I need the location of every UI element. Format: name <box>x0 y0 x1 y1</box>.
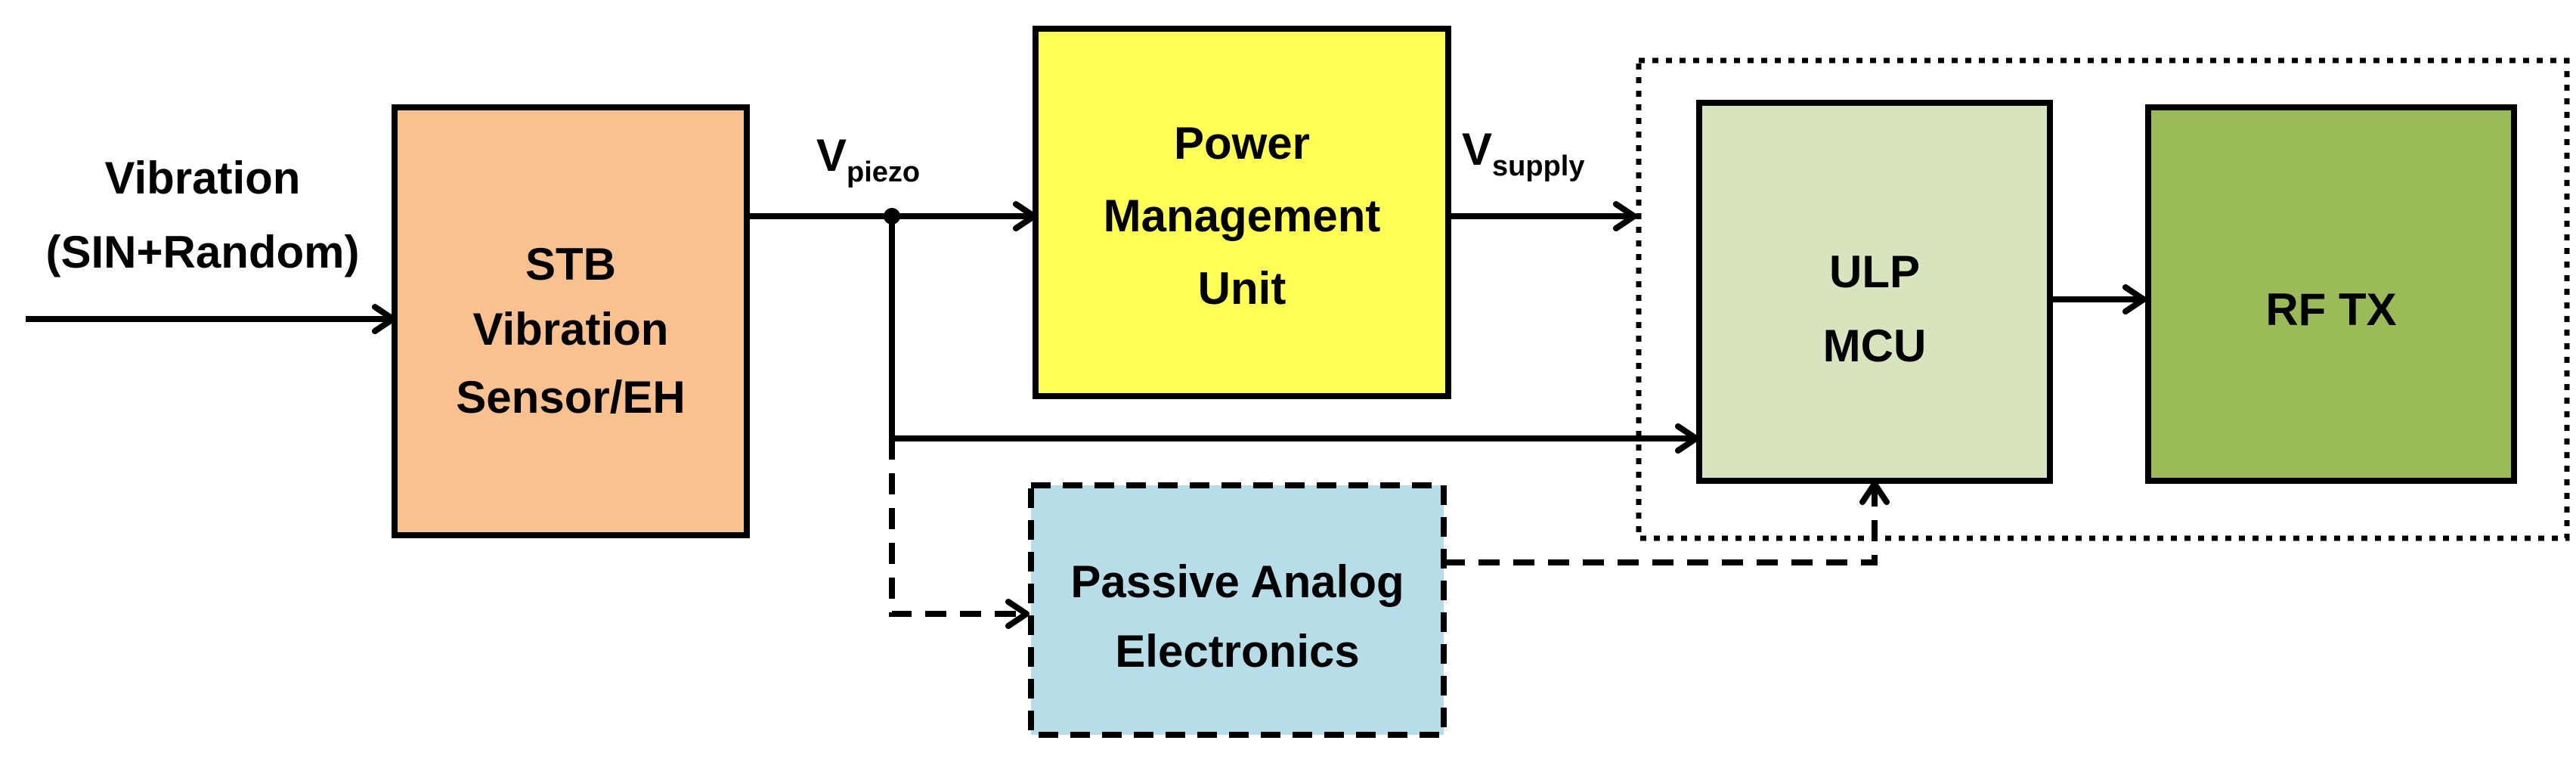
input-label-line2: (SIN+Random) <box>45 227 359 277</box>
passive-box <box>1028 482 1447 738</box>
vpiezo-label-sub: piezo <box>847 156 920 188</box>
mcu-label-line2: MCU <box>1823 321 1927 371</box>
mcu-label-line1: ULP <box>1829 246 1920 297</box>
input-label-line1: Vibration <box>105 153 301 203</box>
stb-sensor-box <box>392 104 750 538</box>
power-management-unit-block: Power Management Unit <box>1033 26 1451 399</box>
stb-sensor-block: STB Vibration Sensor/EH <box>392 104 750 538</box>
passive-label-line2: Electronics <box>1115 626 1359 677</box>
pmu-label-line2: Management <box>1104 191 1381 241</box>
stb-label-line2: Vibration <box>473 304 669 355</box>
rf-tx-block: RF TX <box>2145 104 2517 484</box>
stb-label-line1: STB <box>525 239 616 290</box>
rftx-label: RF TX <box>2265 284 2396 335</box>
pmu-box <box>1033 26 1451 399</box>
vsupply-label: Vsupply <box>1462 124 1585 182</box>
ulp-mcu-block: ULP MCU <box>1696 100 2053 484</box>
mcu-box <box>1696 100 2053 484</box>
vpiezo-label: Vpiezo <box>816 130 920 188</box>
pmu-label-line1: Power <box>1174 118 1310 169</box>
passive-label-line1: Passive Analog <box>1070 556 1404 607</box>
vpiezo-label-main: V <box>816 130 847 181</box>
pmu-label-line3: Unit <box>1198 263 1286 314</box>
passive-to-mcu-dashed-arrow <box>1444 481 1890 565</box>
vpiezo-to-passive-dashed-arrow <box>889 438 1029 629</box>
stb-label-line3: Sensor/EH <box>456 372 685 423</box>
mcu-rf-enclosure <box>1636 57 2570 541</box>
vsupply-label-main: V <box>1462 124 1492 175</box>
vsupply-label-sub: supply <box>1492 150 1584 182</box>
passive-analog-block: Passive Analog Electronics <box>1028 482 1447 738</box>
rftx-box <box>2145 104 2517 484</box>
